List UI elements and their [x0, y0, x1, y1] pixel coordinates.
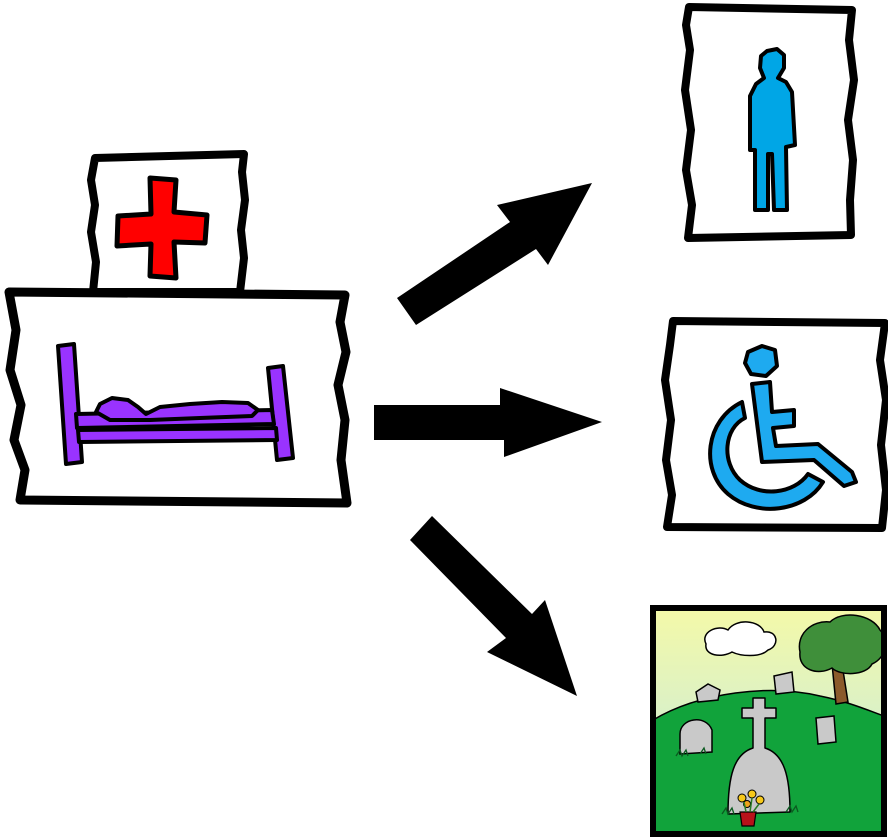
red-cross-card	[91, 154, 245, 292]
headstone-small-3	[680, 720, 712, 754]
arrow-to-death	[410, 516, 577, 696]
flower-pot	[740, 812, 756, 826]
patient-in-bed-card	[9, 292, 347, 503]
headstone-small-4	[816, 716, 836, 744]
headstone-small-2	[774, 672, 794, 694]
wheelchair-card	[665, 321, 886, 528]
cemetery-card	[653, 608, 886, 834]
arrow-to-recovery	[397, 183, 592, 325]
standing-person-card	[685, 7, 854, 238]
arrow-to-disability	[374, 388, 602, 457]
